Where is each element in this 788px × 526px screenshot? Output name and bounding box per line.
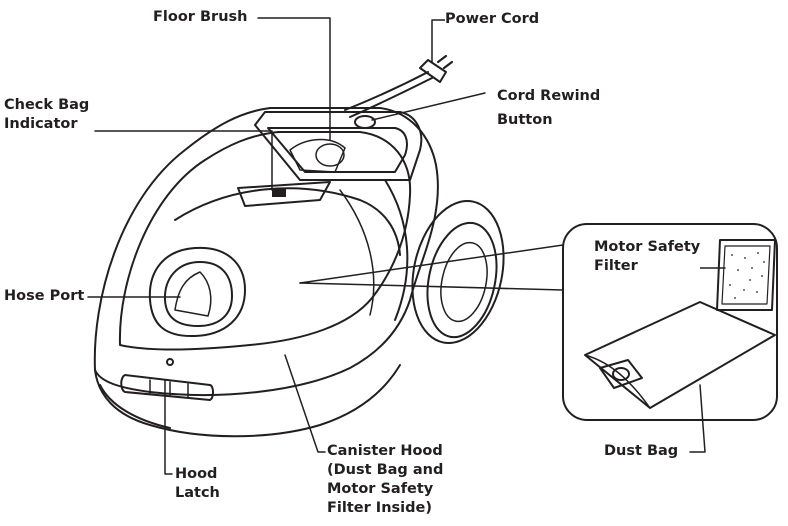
label-power-cord: Power Cord xyxy=(445,10,540,29)
label-hood-latch-line1: Hood xyxy=(175,466,218,482)
label-cord-rewind-line1: Cord Rewind xyxy=(497,88,601,104)
label-motor-safety-filter: Motor Safety Filter xyxy=(594,238,701,276)
motor-filter-icon xyxy=(716,239,776,311)
label-canister-hood: Canister Hood (Dust Bag and Motor Safety… xyxy=(327,442,444,518)
label-hose-port: Hose Port xyxy=(4,287,85,306)
label-floor-brush: Floor Brush xyxy=(153,8,248,27)
label-check-bag-line2: Indicator xyxy=(4,116,78,132)
inset-box xyxy=(562,223,778,421)
label-canister-hood-line4: Filter Inside) xyxy=(327,500,432,516)
leader-lines xyxy=(87,17,726,475)
callout-connector xyxy=(299,244,564,291)
label-hood-latch: Hood Latch xyxy=(175,465,220,503)
label-motor-filter-line1: Motor Safety xyxy=(594,239,701,255)
label-hood-latch-line2: Latch xyxy=(175,485,220,501)
label-check-bag-indicator: Check Bag Indicator xyxy=(4,96,90,134)
label-canister-hood-line3: Motor Safety xyxy=(327,481,434,497)
label-dust-bag-text: Dust Bag xyxy=(604,443,679,459)
label-canister-hood-line1: Canister Hood xyxy=(327,443,443,459)
label-hose-port-text: Hose Port xyxy=(4,288,85,304)
label-dust-bag: Dust Bag xyxy=(604,442,679,461)
label-floor-brush-text: Floor Brush xyxy=(153,9,248,25)
label-check-bag-line1: Check Bag xyxy=(4,97,90,113)
check-bag-indicator xyxy=(237,181,331,207)
label-cord-rewind-line2: Button xyxy=(497,112,553,128)
handle-area xyxy=(254,111,423,181)
canister-body xyxy=(93,107,439,438)
dust-bag-icon xyxy=(584,301,776,409)
label-motor-filter-line2: Filter xyxy=(594,258,638,274)
label-cord-rewind-button: Cord Rewind Button xyxy=(497,84,601,132)
rear-wheel xyxy=(411,199,505,345)
hose-port xyxy=(148,246,246,338)
label-power-cord-text: Power Cord xyxy=(445,11,540,27)
label-canister-hood-line2: (Dust Bag and xyxy=(327,462,444,478)
